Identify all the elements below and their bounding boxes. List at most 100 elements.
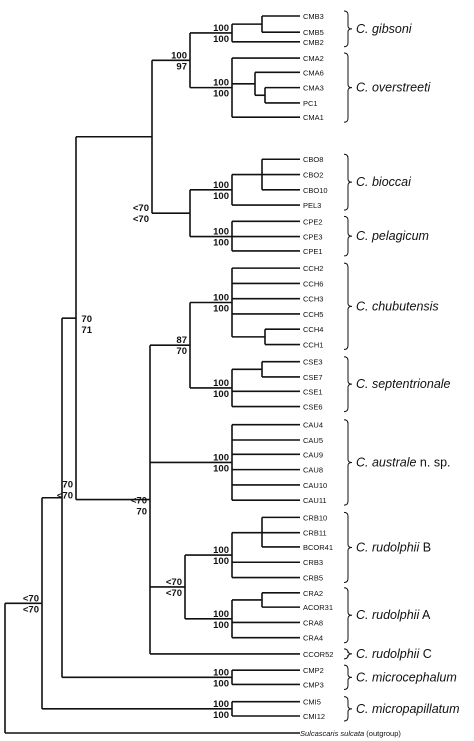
support-value-above: 100 bbox=[213, 378, 229, 389]
clade-name-rudolphiiB: C. rudolphii B bbox=[356, 540, 431, 554]
taxon-label: CMI5 bbox=[303, 698, 321, 707]
taxon-label: CCH4 bbox=[303, 325, 323, 334]
taxon-label: CCH5 bbox=[303, 310, 323, 319]
support-value-below: 70 bbox=[136, 507, 147, 518]
taxon-label: CAU4 bbox=[303, 421, 323, 430]
taxon-label: CCH1 bbox=[303, 341, 323, 350]
clade-brace bbox=[343, 10, 353, 48]
support-value-below: 100 bbox=[213, 191, 229, 202]
taxon-label: CPE2 bbox=[303, 217, 323, 226]
taxon-label: CRA4 bbox=[303, 634, 323, 643]
taxon-label: PEL3 bbox=[303, 201, 321, 210]
support-value-above: 100 bbox=[213, 667, 229, 678]
support-value-below: 100 bbox=[213, 238, 229, 249]
taxon-label: CMB2 bbox=[303, 38, 324, 47]
clade-brace bbox=[343, 419, 353, 506]
taxon-label: CSE6 bbox=[303, 403, 323, 412]
clade-name-gibsoni: C. gibsoni bbox=[356, 22, 413, 36]
taxon-label: CCH3 bbox=[303, 295, 323, 304]
support-value-below: 100 bbox=[213, 89, 229, 100]
outgroup-label: Sulcascaris sulcata (outgroup) bbox=[300, 729, 401, 738]
clade-brace bbox=[343, 511, 353, 584]
clade-brace bbox=[343, 664, 353, 690]
support-value-below: 100 bbox=[213, 710, 229, 721]
taxon-label: CCH2 bbox=[303, 264, 323, 273]
support-value-below: 100 bbox=[213, 620, 229, 631]
taxon-labels: CMB3CMB5CMB2CMA2CMA6CMA3PC1CMA1CBO8CBO2C… bbox=[300, 12, 401, 738]
clade-name-chubutensis: C. chubutensis bbox=[356, 299, 439, 313]
clade-brace bbox=[343, 587, 353, 644]
taxon-label: CRB3 bbox=[303, 558, 323, 567]
support-value-below: 100 bbox=[213, 389, 229, 400]
taxon-label: CMB3 bbox=[303, 12, 324, 21]
taxon-label: CAU11 bbox=[303, 496, 327, 505]
support-value-above: <70 bbox=[133, 203, 149, 214]
taxon-label: CPE1 bbox=[303, 247, 323, 256]
support-value-above: <70 bbox=[166, 577, 182, 588]
clade-name-rudolphiiC: C. rudolphii C bbox=[356, 647, 432, 661]
clade-name-microcephalum: C. microcephalum bbox=[356, 670, 457, 684]
support-value-below: 71 bbox=[81, 325, 92, 336]
taxon-label: CMA6 bbox=[303, 68, 324, 77]
clade-brace bbox=[343, 648, 353, 660]
support-value-above: 100 bbox=[213, 23, 229, 34]
clade-brace bbox=[343, 262, 353, 351]
taxon-label: CRB5 bbox=[303, 574, 323, 583]
clade-brace bbox=[343, 696, 353, 722]
clade-braces bbox=[343, 10, 353, 722]
clade-name-pelagicum: C. pelagicum bbox=[356, 229, 429, 243]
taxon-label: CAU5 bbox=[303, 436, 323, 445]
taxon-label: CSE7 bbox=[303, 373, 323, 382]
support-value-below: <70 bbox=[166, 588, 182, 599]
support-value-above: 87 bbox=[176, 335, 187, 346]
clade-name-bioccai: C. bioccai bbox=[356, 175, 412, 189]
taxon-label: CMB5 bbox=[303, 28, 324, 37]
support-value-above: 100 bbox=[213, 545, 229, 556]
taxon-label: CRA2 bbox=[303, 589, 323, 598]
clade-name-overstreeti: C. overstreeti bbox=[356, 81, 432, 95]
support-value-below: 100 bbox=[213, 463, 229, 474]
clade-name-australe: C. australe n. sp. bbox=[356, 455, 451, 469]
support-value-below: 100 bbox=[213, 556, 229, 567]
support-value-above: 100 bbox=[171, 50, 187, 61]
clade-brace bbox=[343, 52, 353, 123]
taxon-label: CSE3 bbox=[303, 358, 323, 367]
clade-name-micropapillatum: C. micropapillatum bbox=[356, 702, 460, 716]
taxon-label: CMP3 bbox=[303, 680, 324, 689]
taxon-label: CAU10 bbox=[303, 481, 327, 490]
support-value-below: 100 bbox=[213, 678, 229, 689]
taxon-label: CRA8 bbox=[303, 618, 323, 627]
clade-name-rudolphiiA: C. rudolphii A bbox=[356, 608, 431, 622]
support-value-above: 100 bbox=[213, 609, 229, 620]
support-value-below: 70 bbox=[176, 346, 187, 357]
clade-brace bbox=[343, 215, 353, 257]
support-value-above: 70 bbox=[81, 314, 92, 325]
taxon-label: CBO10 bbox=[303, 186, 328, 195]
support-value-below: <70 bbox=[23, 604, 39, 615]
taxon-label: CSE1 bbox=[303, 387, 323, 396]
taxon-label: ACOR31 bbox=[303, 603, 333, 612]
support-value-below: <70 bbox=[57, 491, 73, 502]
tree-branches bbox=[4, 15, 300, 734]
support-value-below: 100 bbox=[213, 34, 229, 45]
taxon-label: CMI12 bbox=[303, 712, 325, 721]
support-value-above: 100 bbox=[213, 180, 229, 191]
clade-brace bbox=[343, 356, 353, 413]
taxon-label: PC1 bbox=[303, 99, 318, 108]
support-value-below: <70 bbox=[133, 214, 149, 225]
taxon-label: CCH6 bbox=[303, 279, 323, 288]
support-value-above: <70 bbox=[23, 593, 39, 604]
taxon-label: CPE3 bbox=[303, 233, 323, 242]
taxon-label: BCOR41 bbox=[303, 543, 333, 552]
taxon-label: CRB11 bbox=[303, 529, 327, 538]
support-value-above: 100 bbox=[213, 292, 229, 303]
taxon-label: CMA2 bbox=[303, 54, 324, 63]
taxon-label: CAU9 bbox=[303, 450, 323, 459]
clade-names: C. gibsoni C. overstreeti C. bioccai C. pel… bbox=[356, 22, 460, 716]
taxon-label: CCOR52 bbox=[303, 650, 333, 659]
taxon-label: CBO8 bbox=[303, 155, 323, 164]
taxon-label: CMP2 bbox=[303, 666, 324, 675]
support-value-above: 100 bbox=[213, 78, 229, 89]
support-value-above: 100 bbox=[213, 227, 229, 238]
